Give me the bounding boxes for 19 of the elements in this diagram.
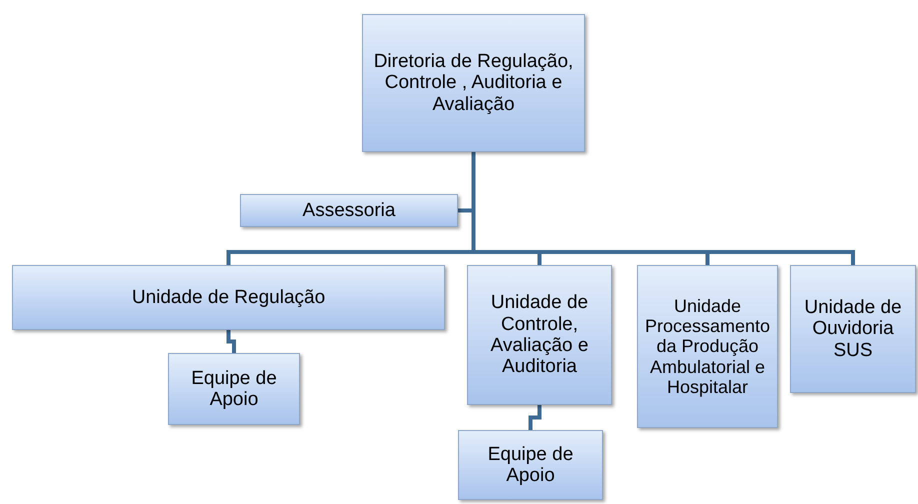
unit-name: Unidade de Ouvidoria SUS	[803, 297, 903, 361]
org-unit-box	[637, 265, 778, 428]
org-unit-box	[12, 265, 445, 330]
org-unit-box	[168, 353, 300, 425]
org-unit-box	[458, 430, 603, 500]
unit-name: Unidade de Controle, Avaliação e Auditoria	[490, 292, 590, 378]
org-unit-box	[240, 194, 458, 227]
org-unit-box	[362, 14, 585, 152]
org-unit-box	[467, 265, 612, 405]
org-unit-box	[790, 265, 916, 393]
unit-name: Unidade de Regulação	[132, 286, 326, 308]
connector-line	[226, 330, 236, 353]
unit-name: Diretoria de Regulação, Controle , Auditoria e Avaliação	[372, 51, 574, 115]
connector-line	[528, 405, 542, 430]
unit-name: Unidade Processamento da Produção Ambulatorial e Hospitalar	[644, 296, 772, 397]
connector-line	[472, 152, 855, 265]
unit-name: Assessoria	[302, 200, 396, 222]
unit-name: Equipe de Apoio	[486, 444, 574, 486]
unit-name: Equipe de Apoio	[190, 368, 278, 410]
